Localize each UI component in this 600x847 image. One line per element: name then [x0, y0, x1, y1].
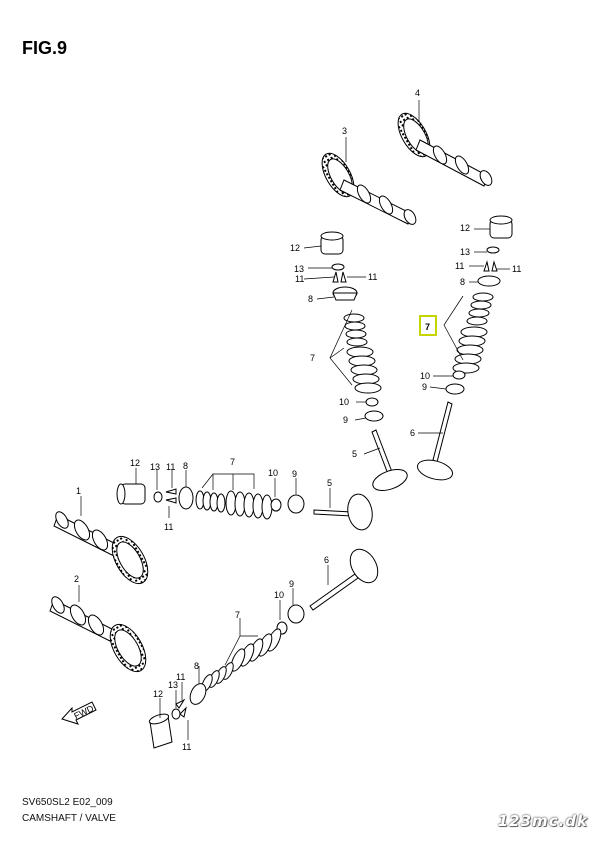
- label-12: 12: [130, 458, 140, 468]
- label-7: 7: [235, 610, 240, 620]
- valve-assembly-upper-right[interactable]: [415, 215, 513, 483]
- fwd-arrow-icon: [61, 701, 97, 725]
- label-10: 10: [339, 397, 349, 407]
- valve-assembly-middle[interactable]: [116, 483, 375, 532]
- label-8: 8: [194, 661, 199, 671]
- label-6: 6: [410, 428, 415, 438]
- label-6: 6: [324, 555, 329, 565]
- watermark: 123mc.dk: [497, 812, 588, 830]
- label-7: 7: [310, 353, 315, 363]
- label-11: 11: [182, 742, 191, 752]
- label-9: 9: [422, 382, 427, 392]
- label-2: 2: [74, 574, 79, 584]
- label-11: 11: [368, 272, 377, 282]
- valve-assembly-lower[interactable]: [148, 544, 383, 749]
- label-9: 9: [343, 415, 348, 425]
- label-10: 10: [274, 590, 284, 600]
- figure-title: FIG.9: [22, 38, 68, 58]
- label-11: 11: [455, 261, 464, 271]
- label-11: 11: [512, 264, 521, 274]
- label-11: 11: [176, 672, 185, 682]
- label-8: 8: [308, 294, 313, 304]
- label-9: 9: [289, 579, 294, 589]
- label-8: 8: [183, 461, 188, 471]
- label-12: 12: [460, 223, 470, 233]
- label-11: 11: [295, 274, 304, 284]
- highlighted-part-box[interactable]: [419, 315, 437, 336]
- label-11: 11: [166, 462, 175, 472]
- label-7: 7: [425, 322, 430, 332]
- diagram-description: CAMSHAFT / VALVE: [22, 813, 116, 824]
- camshaft-3[interactable]: [316, 148, 419, 226]
- label-10: 10: [268, 468, 278, 478]
- label-13: 13: [294, 264, 304, 274]
- label-13: 13: [150, 462, 160, 472]
- label-5: 5: [352, 449, 357, 459]
- label-1: 1: [76, 486, 81, 496]
- camshaft-4[interactable]: [392, 108, 495, 187]
- label-13: 13: [460, 247, 470, 257]
- label-8: 8: [460, 277, 465, 287]
- label-4: 4: [415, 88, 420, 98]
- diagram-code: SV650SL2 E02_009: [22, 797, 113, 808]
- label-13: 13: [168, 680, 178, 690]
- camshaft-2[interactable]: [49, 595, 153, 678]
- label-9: 9: [292, 469, 297, 479]
- label-7: 7: [230, 457, 235, 467]
- valve-assembly-upper-left[interactable]: [320, 231, 410, 495]
- label-10: 10: [420, 371, 430, 381]
- label-3: 3: [342, 126, 347, 136]
- label-5: 5: [327, 478, 332, 488]
- label-12: 12: [153, 689, 163, 699]
- label-11: 11: [164, 522, 173, 532]
- label-12: 12: [290, 243, 300, 253]
- camshaft-1[interactable]: [53, 510, 155, 590]
